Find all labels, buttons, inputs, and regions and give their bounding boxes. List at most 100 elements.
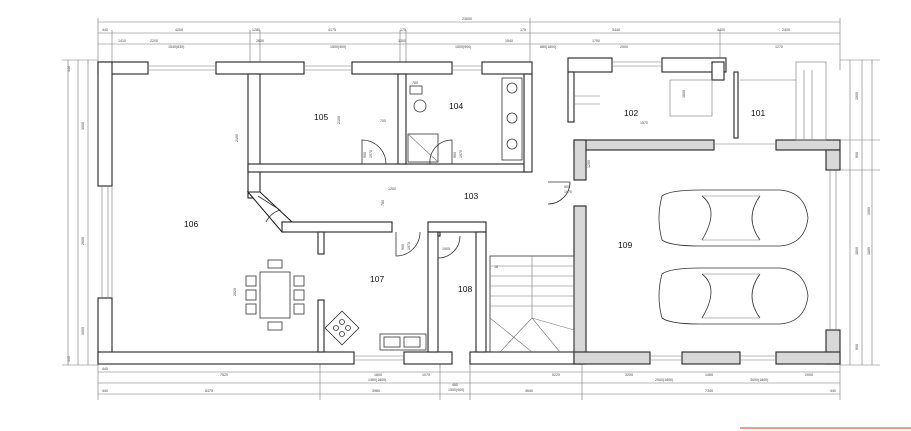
dim-top2-l: 1270: [775, 45, 783, 49]
dim-int-17: 2020: [233, 288, 237, 296]
wall-102-left: [567, 71, 575, 123]
dim-right-f: 900: [855, 344, 859, 350]
dimension-texts: 23000 440 4200 1280 175 4175 175 3440 44…: [67, 17, 871, 393]
door-107: [395, 231, 421, 257]
dim-bot1-b: 7520: [220, 373, 228, 377]
wall-bottom-2: [403, 351, 453, 365]
dim-top2-f: 1300: [398, 39, 406, 43]
dim-top2-k: 2000: [620, 45, 628, 49]
dim-top1-e: 4175: [328, 28, 336, 32]
dim-bot1-g: 5220: [552, 373, 560, 377]
wall-top-5: [567, 57, 613, 73]
dim-top2-c: 1540(830): [168, 45, 184, 49]
wall-106-105: [247, 73, 261, 199]
wall-garage-left-2: [573, 205, 587, 365]
dim-right-d: 1800: [855, 247, 859, 255]
dim-left-a: 440: [67, 66, 71, 72]
dim-bot2-c: 3960: [372, 389, 380, 393]
doors: [257, 139, 571, 259]
dim-top1-f: 175: [520, 28, 526, 32]
dim-int-15: 1200: [587, 160, 591, 168]
windows: [101, 61, 837, 361]
dim-bot1-d: 1360(1800): [368, 378, 386, 382]
dim-top1-b: 4200: [175, 28, 183, 32]
dim-int-4: 900: [453, 152, 457, 158]
car-icon: [658, 189, 809, 247]
dim-int-0: 900: [363, 152, 367, 158]
wall-garage-right-1: [825, 149, 841, 171]
garage-cars: [658, 189, 809, 325]
wall-top-6b: [711, 61, 725, 81]
wall-garage-top-1: [573, 139, 715, 151]
dim-int-2: 700: [380, 119, 386, 123]
chair: [267, 321, 283, 331]
dim-bot2-a: 440: [102, 389, 108, 393]
wall-bottom-3: [469, 351, 583, 365]
chair: [267, 259, 283, 269]
wall-garage-left-1: [573, 139, 587, 181]
dim-top1-a: 440: [102, 28, 108, 32]
stove: [324, 310, 360, 346]
kitchen-sink: [379, 333, 427, 351]
wall-104-right: [523, 73, 533, 173]
door-109: [547, 181, 571, 205]
dim-int-1: 1970: [369, 150, 373, 158]
dim-right-c: 3000: [867, 207, 871, 215]
dim-int-13: 1970: [564, 190, 572, 194]
dim-top1-c: 1280: [252, 28, 260, 32]
dim-top2-h: 1540: [505, 39, 513, 43]
dining-set: [245, 259, 305, 331]
wall-107-108: [427, 231, 439, 353]
dim-top2-j: 1700: [592, 39, 600, 43]
dim-top2-a: 1410: [118, 39, 126, 43]
wall-105-104: [397, 73, 407, 165]
dim-left-b: 3000: [81, 122, 85, 130]
bathroom-fixtures: [407, 77, 523, 163]
dim-bot1-e: 1070: [422, 373, 430, 377]
dim-int-6: 780: [412, 81, 418, 85]
dim-int-14: 780: [381, 200, 385, 206]
wall-garage-top-2: [775, 139, 841, 151]
dim-top2-g: 1500(900): [455, 45, 471, 49]
dim-bot2-e: 3640: [525, 389, 533, 393]
chair: [245, 303, 257, 315]
room-label-103: 103: [464, 191, 478, 201]
dim-bot1-a: 440: [102, 367, 108, 371]
dim-top1-d: 175: [400, 28, 406, 32]
dim-bot1-c: 1600: [374, 373, 382, 377]
dim-int-8: 2100: [235, 134, 239, 142]
bath-counter: [501, 77, 523, 161]
dim-left-c: 2600: [81, 237, 85, 245]
kitchen-fixtures: [324, 310, 427, 351]
room-label-108: 108: [458, 284, 472, 294]
dim-top2-e: 1500(900): [330, 45, 346, 49]
dim-bot2-g: 440: [830, 389, 836, 393]
wall-107-left-low: [317, 299, 325, 353]
dim-int-18: 1800: [682, 90, 686, 98]
wall-top-2: [215, 61, 305, 75]
chair: [245, 289, 257, 301]
room-101-102-details: [574, 70, 813, 140]
toilet: [413, 99, 427, 113]
dim-bot1-k: 3000(1800): [750, 378, 768, 382]
dim-int-10: 1970: [407, 242, 411, 250]
dim-int-9: 900: [401, 244, 405, 250]
interior-dimension-texts: 900 1970 700 2100 900 1970 780 1200 2100…: [233, 81, 686, 296]
wall-bottom-1: [97, 351, 355, 365]
sink-1: [506, 82, 518, 94]
dim-int-7: 1200: [388, 187, 396, 191]
wall-garage-bottom-3: [775, 351, 841, 365]
dim-bot2-d: 460: [452, 383, 458, 387]
sink-3: [506, 138, 518, 150]
dim-right-a: 1900: [855, 92, 859, 100]
door-105: [361, 139, 387, 165]
door-108: [437, 235, 461, 259]
wall-top-3: [351, 61, 453, 75]
door-104: [429, 139, 453, 165]
dim-bot1-j: 1460: [705, 373, 713, 377]
room-label-105: 105: [314, 112, 328, 122]
dim-int-3: 2100: [337, 116, 341, 124]
dining-table: [259, 271, 291, 319]
dim-bot1-i: 2000(1800): [655, 378, 673, 382]
